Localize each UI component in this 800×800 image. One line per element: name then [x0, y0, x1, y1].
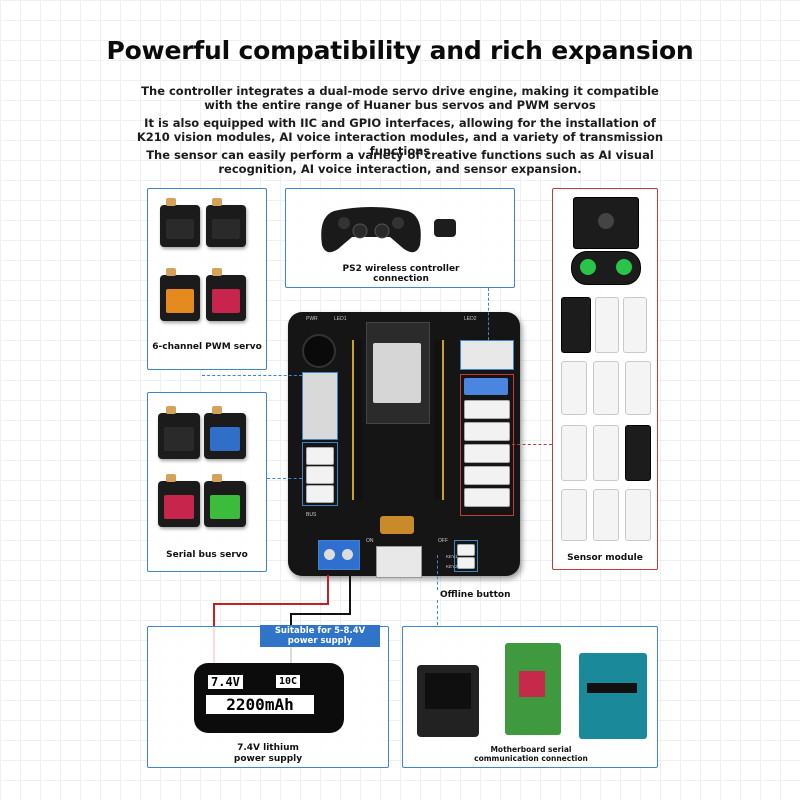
sensor-module-image — [593, 489, 619, 541]
bus-servo-caption: Serial bus servo — [166, 550, 248, 560]
bus-link-line — [267, 478, 302, 479]
sensor-module-image — [625, 361, 651, 415]
voice-module-image — [561, 297, 591, 353]
sensor-module-image — [561, 425, 587, 481]
silk-pwr: PWR — [306, 316, 318, 322]
intro-paragraph-2: It is also equipped with IIC and GPIO in… — [136, 116, 664, 158]
ps2-link-line — [488, 288, 489, 340]
sensor-module-image — [625, 489, 651, 541]
jetson-board-image — [417, 665, 479, 737]
arduino-board-image — [579, 653, 647, 739]
silk-bus: BUS — [306, 512, 317, 518]
usb-c-port — [380, 516, 414, 534]
power-wire-black — [290, 613, 351, 615]
battery-caption: 7.4V lithium power supply — [233, 743, 303, 764]
bus-servo-image — [158, 474, 200, 527]
pwm-servo-panel: 6-channel PWM servo — [147, 188, 267, 370]
motherboard-caption: Motherboard serial communication connect… — [474, 745, 588, 763]
motherboard-link-line — [437, 600, 438, 625]
battery-voltage: 7.4V — [208, 675, 243, 689]
k210-module-image — [573, 197, 639, 249]
pwm-servo-image — [206, 198, 246, 247]
intro-paragraph-1: The controller integrates a dual-mode se… — [141, 84, 659, 112]
offline-caption: Offline button — [440, 590, 511, 600]
pin-header-left — [352, 340, 362, 500]
power-wire-black — [349, 575, 351, 615]
raspberry-pi-image — [505, 643, 561, 735]
power-switch[interactable] — [376, 546, 422, 578]
sensor-connectors — [460, 374, 514, 516]
page-title: Powerful compatibility and rich expansio… — [106, 36, 694, 65]
sensor-panel: Sensor module — [552, 188, 658, 570]
silk-on: ON — [366, 538, 374, 544]
power-terminal — [318, 540, 360, 570]
power-wire-red — [213, 603, 329, 605]
pwm-servo-caption: 6-channel PWM servo — [152, 342, 262, 352]
bus-servo-panel: Serial bus servo — [147, 392, 267, 572]
ps2-caption: PS2 wireless controller connection — [342, 264, 460, 284]
battery-rate: 10C — [276, 675, 301, 688]
bus-servo-image — [204, 406, 246, 459]
sensor-caption: Sensor module — [567, 553, 643, 563]
offline-buttons[interactable] — [454, 540, 478, 572]
sensor-link-line — [512, 444, 552, 445]
silk-led1: LED1 — [334, 316, 347, 322]
sensor-module-image — [561, 361, 587, 415]
pwm-header — [302, 372, 338, 440]
sensor-module-image — [561, 489, 587, 541]
ps2-panel: PS2 wireless controller connection — [285, 188, 515, 288]
sensor-module-image — [595, 297, 619, 353]
controller-board: PWR LED1 LED2 BUS ON OFF KEY1 KEY2 — [288, 312, 520, 578]
pwm-servo-image — [160, 198, 200, 247]
battery-image: 7.4V 10C 2200mAh — [194, 663, 344, 733]
esp32-module — [366, 322, 430, 424]
sensor-module-image — [623, 297, 647, 353]
pwm-servo-image — [160, 268, 200, 321]
gamepad-icon — [321, 207, 421, 253]
silk-led2: LED2 — [464, 316, 477, 322]
bus-servo-image — [204, 474, 246, 527]
ps2-port — [460, 340, 514, 370]
pin-header-right — [434, 340, 444, 500]
pwm-link-line — [202, 375, 302, 376]
intro-paragraph-3: The sensor can easily perform a variety … — [146, 148, 654, 176]
buzzer — [302, 334, 336, 368]
pwm-servo-image — [206, 268, 246, 321]
power-wire-red — [327, 575, 329, 605]
power-supply-badge: Suitable for 5-8.4V power supply — [260, 625, 380, 647]
led-matrix-module-image — [625, 425, 651, 481]
ultrasonic-module-image — [571, 251, 641, 285]
battery-panel: Suitable for 5-8.4V power supply 7.4V 10… — [147, 625, 389, 768]
sensor-module-image — [593, 425, 619, 481]
silk-off: OFF — [438, 538, 448, 544]
usb-receiver-icon — [434, 219, 456, 237]
bus-servo-image — [158, 406, 200, 459]
silk-key1: KEY1 — [446, 554, 458, 559]
offline-link-line — [437, 555, 438, 590]
sensor-module-image — [593, 361, 619, 415]
battery-capacity: 2200mAh — [206, 695, 314, 714]
silk-key2: KEY2 — [446, 564, 458, 569]
motherboard-panel: Motherboard serial communication connect… — [402, 626, 658, 768]
bus-servo-connectors — [302, 442, 338, 506]
